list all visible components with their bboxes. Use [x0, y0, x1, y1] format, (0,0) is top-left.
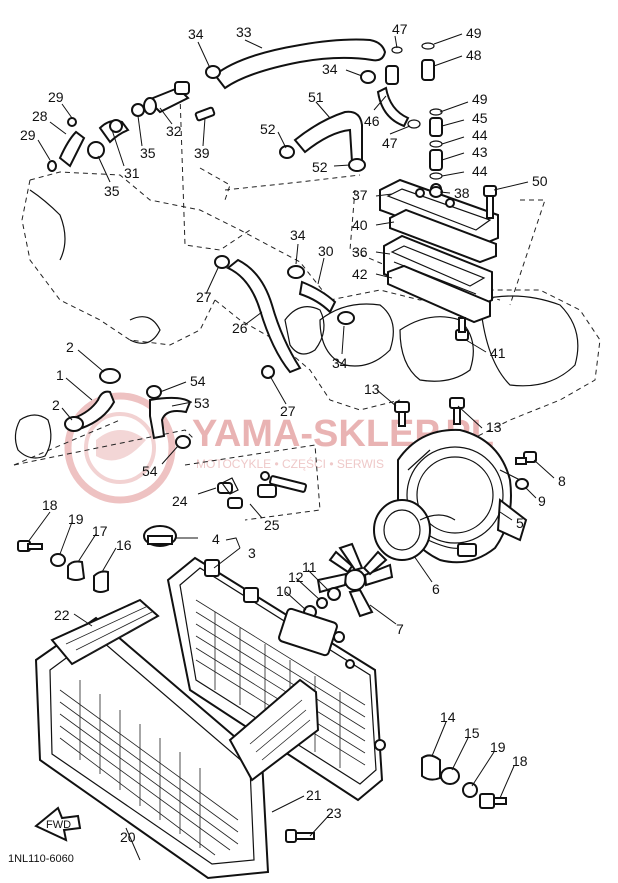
fan-blade: [316, 542, 394, 618]
callout-42: 42: [352, 266, 368, 282]
radiator-cover: [34, 598, 320, 880]
callout-27: 27: [196, 289, 212, 305]
fwd-label: FWD: [46, 819, 71, 831]
callout-13: 13: [364, 381, 380, 397]
callout-26: 26: [232, 320, 248, 336]
callout-44b: 44: [472, 163, 488, 179]
fan-nuts: [303, 587, 341, 619]
callout-34c: 34: [290, 227, 306, 243]
callout-52b: 52: [312, 159, 328, 175]
callout-36: 36: [352, 244, 368, 260]
diagram-code: 1NL110-6060: [8, 853, 74, 865]
callout-5: 5: [516, 515, 524, 531]
radiator-mounting-right: [421, 754, 507, 809]
callout-48: 48: [466, 47, 482, 63]
callout-22: 22: [54, 607, 70, 623]
callout-2: 2: [66, 339, 74, 355]
callout-29: 29: [48, 89, 64, 105]
callout-35: 35: [140, 145, 156, 161]
leader-lines: [27, 33, 555, 861]
callout-4: 4: [212, 531, 220, 547]
callout-labels: 34 33 47 49 48 34 29 28 29 32 39 35 31 3…: [20, 21, 566, 845]
callout-24: 24: [172, 493, 188, 509]
fwd-arrow-icon: FWD: [34, 806, 82, 842]
callout-43: 43: [472, 144, 488, 160]
middle-hoses: [14, 255, 355, 509]
callout-3: 3: [248, 545, 256, 561]
callout-19b: 19: [490, 739, 506, 755]
callout-15: 15: [464, 725, 480, 741]
fan-motor: [373, 499, 477, 561]
callout-53: 53: [194, 395, 210, 411]
callout-8: 8: [558, 473, 566, 489]
callout-10: 10: [276, 583, 292, 599]
callout-47b: 47: [382, 135, 398, 151]
callout-21: 21: [306, 787, 322, 803]
callout-29b: 29: [20, 127, 36, 143]
callout-6: 6: [432, 581, 440, 597]
callout-45: 45: [472, 110, 488, 126]
callout-23: 23: [326, 805, 342, 821]
radiator-cap: [143, 525, 177, 547]
callout-18: 18: [42, 497, 58, 513]
callout-49b: 49: [472, 91, 488, 107]
callout-17: 17: [92, 523, 108, 539]
callout-54: 54: [190, 373, 206, 389]
callout-28: 28: [32, 108, 48, 124]
callout-7: 7: [396, 621, 404, 637]
callout-16: 16: [116, 537, 132, 553]
callout-38: 38: [454, 185, 470, 201]
callout-52: 52: [260, 121, 276, 137]
callout-51: 51: [308, 89, 324, 105]
callout-35b: 35: [104, 183, 120, 199]
callout-39: 39: [194, 145, 210, 161]
callout-46: 46: [364, 113, 380, 129]
callout-13b: 13: [486, 419, 502, 435]
callout-11: 11: [302, 559, 317, 575]
callout-54b: 54: [142, 463, 158, 479]
radiator-core: [166, 556, 386, 802]
callout-27b: 27: [280, 403, 296, 419]
callout-50: 50: [532, 173, 548, 189]
callout-40: 40: [352, 217, 368, 233]
callout-20: 20: [120, 829, 136, 845]
radiator-mounting-left: [17, 540, 109, 593]
callout-33: 34: [188, 26, 204, 42]
upper-hoses: [47, 38, 443, 180]
callout-37: 37: [352, 187, 368, 203]
callout-44: 44: [472, 127, 488, 143]
callout-25: 25: [264, 517, 280, 533]
watermark-subtitle: MOTOCYKLE • CZĘŚCI • SERWIS: [196, 456, 384, 471]
callout-31: 31: [124, 165, 140, 181]
callout-41: 41: [490, 345, 506, 361]
callout-34d: 34: [332, 355, 348, 371]
callout-18b: 18: [512, 753, 528, 769]
callout-32: 32: [166, 123, 182, 139]
callout-9: 9: [538, 493, 546, 509]
callout-33b: 33: [236, 24, 252, 40]
callout-30: 30: [318, 243, 334, 259]
callout-49: 49: [466, 25, 482, 41]
callout-34: 34: [322, 61, 338, 77]
callout-2b: 2: [52, 397, 60, 413]
callout-1: 1: [56, 367, 64, 383]
callout-47: 47: [392, 21, 408, 37]
callout-14: 14: [440, 709, 456, 725]
fan-bolts: [394, 397, 537, 490]
callout-12: 12: [288, 569, 304, 585]
callout-19: 19: [68, 511, 84, 527]
cover-assembly: [379, 178, 499, 341]
